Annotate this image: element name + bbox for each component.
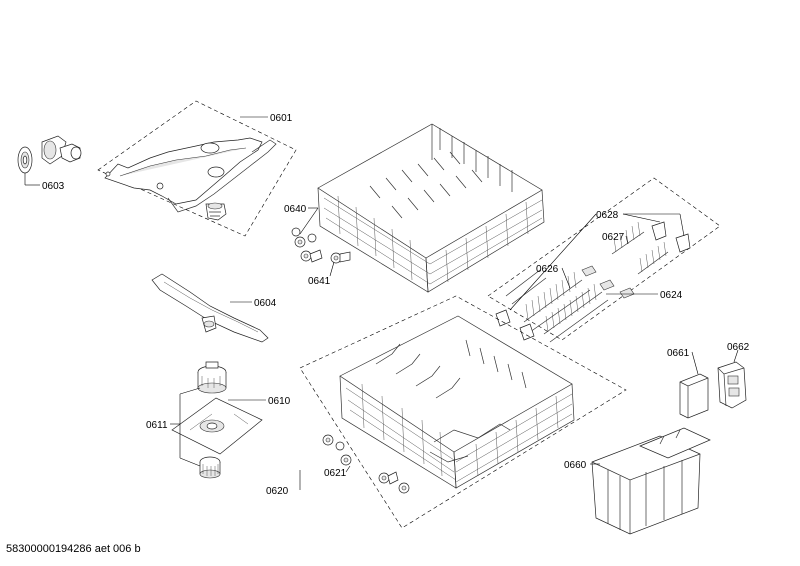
label-0601-group: 0601	[240, 113, 293, 124]
label-0660-group: 0660	[564, 460, 600, 471]
label-0604: 0604	[254, 298, 277, 309]
lower-rack-group	[299, 295, 627, 529]
label-0628-group: 0628	[509, 210, 685, 311]
filter-plate-part	[171, 397, 263, 455]
drawing-number: 58300000194286 aet 006 b	[6, 543, 141, 555]
label-0627-group: 0627	[602, 232, 629, 245]
upper-spray-arm-part	[151, 273, 269, 343]
label-0604-group: 0604	[230, 298, 277, 309]
spray-hub-part	[197, 361, 227, 394]
filter-cylinder-part	[199, 456, 221, 479]
label-0621: 0621	[324, 468, 347, 479]
label-0621-group: 0621	[324, 465, 351, 479]
label-0640-group: 0640	[284, 204, 319, 235]
label-0603: 0603	[42, 181, 65, 192]
label-0603-group: 0603	[24, 173, 65, 192]
label-0611-group: 0611	[146, 387, 201, 467]
label-0624: 0624	[660, 290, 683, 301]
label-0626-group: 0626	[536, 264, 571, 289]
label-0662-group: 0662	[727, 342, 750, 363]
label-0662: 0662	[727, 342, 750, 353]
label-0601: 0601	[270, 113, 293, 124]
label-0661-group: 0661	[667, 348, 699, 375]
spray-arm-assembly-group	[97, 100, 297, 237]
lower-rack-rollers	[322, 434, 410, 494]
label-0627: 0627	[602, 232, 625, 243]
label-0628: 0628	[596, 210, 619, 221]
cutlery-basket-part	[591, 427, 711, 535]
label-0624-group: 0624	[606, 290, 683, 301]
label-0620: 0620	[266, 486, 289, 497]
label-0640: 0640	[284, 204, 307, 215]
label-0610-group: 0610	[228, 396, 291, 407]
label-0641: 0641	[308, 276, 331, 287]
rack-roller-0641	[330, 251, 351, 264]
label-0611: 0611	[146, 420, 168, 431]
tine-rack-group	[487, 177, 721, 343]
label-0620-group: 0620	[266, 470, 301, 497]
label-0610: 0610	[268, 396, 291, 407]
label-0660: 0660	[564, 460, 587, 471]
rack-rollers-0640	[291, 227, 323, 263]
label-0626: 0626	[536, 264, 559, 275]
upper-rack-part	[317, 123, 545, 293]
label-0661: 0661	[667, 348, 690, 359]
inlet-fitting-part	[17, 135, 82, 174]
label-0641-group: 0641	[308, 261, 335, 287]
basket-insert-0662	[717, 361, 747, 409]
basket-insert-0661	[679, 373, 709, 419]
